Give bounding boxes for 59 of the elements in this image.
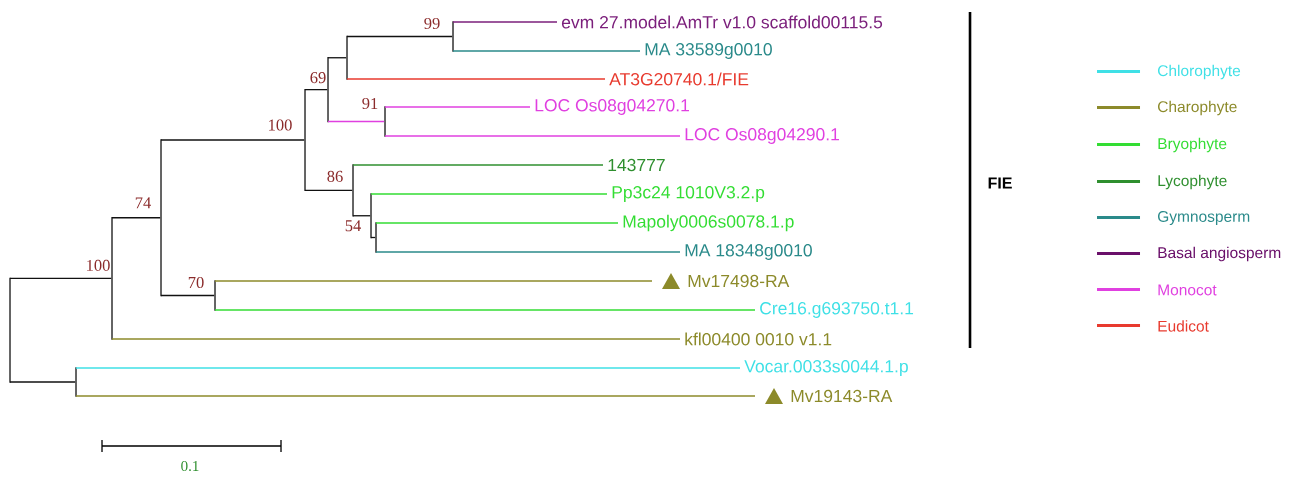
branch-line <box>75 395 756 397</box>
branch-line <box>9 381 76 383</box>
bootstrap-value: 74 <box>135 197 151 209</box>
leaf-label: MA 33589g0010 <box>645 43 772 59</box>
leaf-label: AT3G20740.1/FIE <box>609 72 749 86</box>
scale-value: 0.1 <box>181 460 199 472</box>
branch-line <box>75 367 741 369</box>
clade-label: FIE <box>988 177 1012 189</box>
branch-line <box>111 338 681 340</box>
leaf-label: Mv19143-RA <box>791 389 893 403</box>
branch-line <box>352 164 604 166</box>
leaf-label: LOC Os08g04290.1 <box>685 128 839 144</box>
legend-text: Basal angiosperm <box>1158 246 1281 262</box>
branch-line <box>375 251 681 253</box>
branch-line <box>304 88 328 91</box>
bootstrap-value: 54 <box>345 220 361 232</box>
branch-line <box>304 189 353 192</box>
leaf-label: Mapoly0006s0078.1.p <box>623 214 794 232</box>
branch-line <box>384 135 681 137</box>
bootstrap-value: 70 <box>188 276 204 289</box>
branch-line <box>111 217 161 219</box>
branch-line <box>214 309 756 311</box>
branch-line <box>160 294 215 297</box>
legend-text: Chlorophyte <box>1158 64 1241 80</box>
leaf-label: kfl00400 0010 v1.1 <box>685 332 832 346</box>
branch-line <box>346 35 453 38</box>
branch-line <box>370 236 376 239</box>
branch-line <box>384 106 531 108</box>
branch-line <box>327 120 385 123</box>
leaf-label: 143777 <box>608 158 665 172</box>
legend-text: Gymnosperm <box>1158 211 1250 225</box>
bootstrap-value: 100 <box>269 119 292 131</box>
branch-line <box>346 78 606 80</box>
branch-line <box>352 215 371 217</box>
legend-text: Bryophyte <box>1158 137 1227 153</box>
bootstrap-value: 69 <box>310 72 326 84</box>
branch-line <box>327 57 347 59</box>
bootstrap-value: 100 <box>87 259 110 271</box>
branch-line <box>370 193 608 195</box>
leaf-label: Vocar.0033s0044.1.p <box>744 360 908 376</box>
leaf-label: Cre16.g693750.t1.1 <box>760 302 914 318</box>
bootstrap-value: 91 <box>362 97 378 110</box>
branch-line <box>452 21 558 23</box>
branch-line <box>452 50 641 52</box>
branch-line <box>375 222 619 224</box>
leaf-label: MA 18348g0010 <box>685 244 812 260</box>
bootstrap-value: 86 <box>327 170 343 182</box>
branch-line <box>9 277 112 280</box>
legend-text: Monocot <box>1158 284 1217 296</box>
leaf-label: Mv17498-RA <box>688 274 790 288</box>
leaf-label: Pp3c24 1010V3.2.p <box>612 186 765 202</box>
legend-text: Charophyte <box>1158 100 1237 116</box>
bootstrap-value: 99 <box>424 17 440 30</box>
leaf-label: evm 27.model.AmTr v1.0 scaffold00115.5 <box>561 15 883 29</box>
legend-text: Eudicot <box>1158 320 1209 332</box>
leaf-label: LOC Os08g04270.1 <box>535 99 689 115</box>
branch-line <box>214 280 653 282</box>
legend-text: Lycophyte <box>1158 174 1227 190</box>
branch-line <box>160 139 305 141</box>
